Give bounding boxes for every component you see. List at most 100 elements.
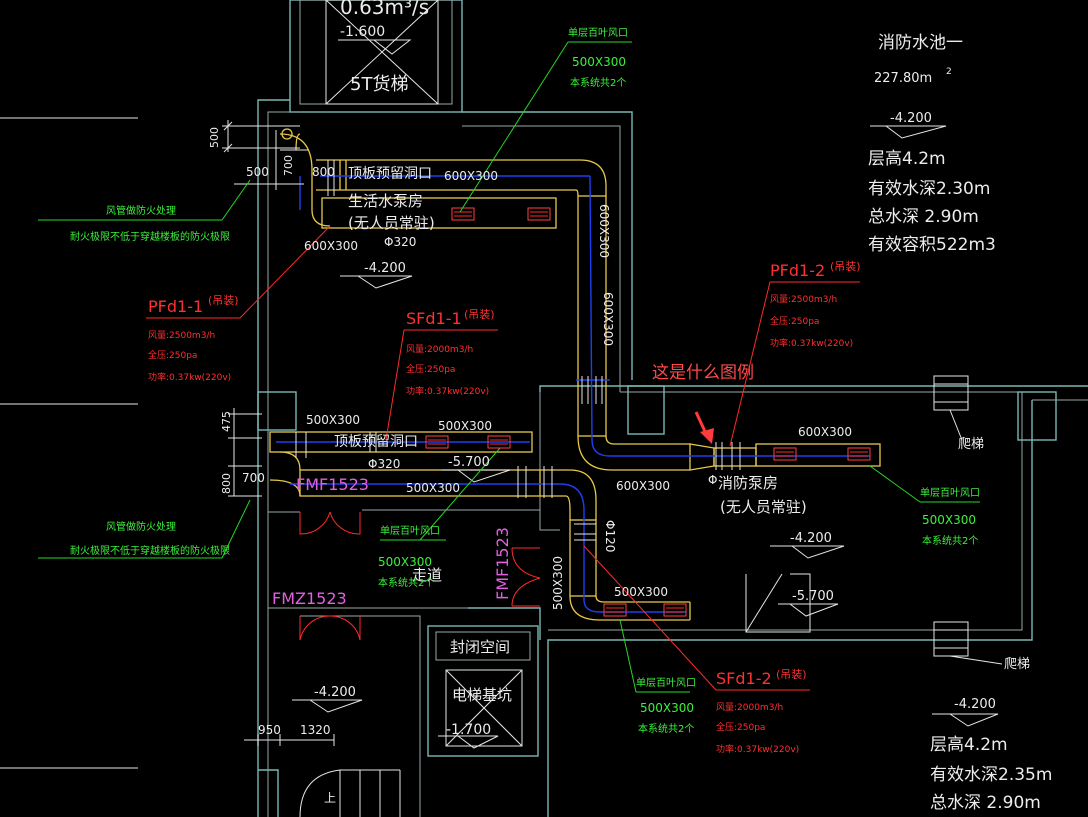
water-pump-room-note: (无人员常驻) xyxy=(348,214,435,232)
door-label-2: FMF1523 xyxy=(493,527,512,600)
dim-h: 950 xyxy=(258,723,281,737)
elevation-labels: -1.600 -4.200 -4.200 -5.700 -4.200 -5.70… xyxy=(314,24,996,738)
duct-size-11: 500X300 xyxy=(551,556,565,610)
door-labels: FMF1523 FMF1523 FMZ1523 xyxy=(272,475,512,608)
fire-notes: 风管做防火处理 耐火极限不低于穿越楼板的防火极限 风管做防火处理 耐火极限不低于… xyxy=(70,204,230,557)
dim-phi-1: Φ320 xyxy=(384,235,416,249)
sfd1-2-line2: 全压:250pa xyxy=(716,721,765,733)
corridor-label: 走道 xyxy=(412,566,442,584)
duct-size-2: 600X300 xyxy=(304,239,358,253)
pfd1-1-line2: 全压:250pa xyxy=(148,349,197,361)
sfd1-1-tag: SFd1-1 xyxy=(406,309,462,328)
pfd1-1-mount: (吊装) xyxy=(208,294,239,307)
louver-right-size: 500X300 xyxy=(922,513,976,527)
louver-bottom-size: 500X300 xyxy=(640,701,694,715)
pool-level-4: 有效容积522m3 xyxy=(868,235,996,255)
louver-right-title: 单层百叶风口 xyxy=(920,487,980,499)
pfd1-1-line3: 功率:0.37kw(220v) xyxy=(148,371,231,383)
fire-note-2-line1: 风管做防火处理 xyxy=(106,520,176,533)
fire-note-2-line2: 耐火极限不低于穿越楼板的防火极限 xyxy=(70,544,230,557)
duct-size-6: 500X300 xyxy=(438,419,492,433)
door-label-3: FMZ1523 xyxy=(272,589,347,608)
sealed-space-label: 封闭空间 xyxy=(450,638,510,656)
elevator-pit-label: 电梯基坑 xyxy=(452,686,512,704)
sfd1-1-line3: 功率:0.37kw(220v) xyxy=(406,385,489,397)
fire-note-1-line2: 耐火极限不低于穿越楼板的防火极限 xyxy=(70,230,230,243)
duct-runs xyxy=(269,128,881,621)
louver-callouts: 单层百叶风口 500X300 本系统共2个 单层百叶风口 500X300 本系统… xyxy=(378,27,980,735)
elevation-1: -1.600 xyxy=(340,24,385,40)
duct-size-5: 500X300 xyxy=(306,413,360,427)
louver-mid-note: 本系统共2个 xyxy=(378,576,434,589)
pfd1-1-line1: 风量:2500m3/h xyxy=(148,330,215,341)
sfd1-2-line1: 风量:2000m3/h xyxy=(716,702,783,713)
pool-level-3: 总水深 2.90m xyxy=(868,207,979,227)
elevation-3: -4.200 xyxy=(364,261,406,276)
dim-d: 800 xyxy=(312,165,335,179)
pfd1-2-mount: (吊装) xyxy=(830,260,861,273)
leader-lines xyxy=(38,41,980,693)
pool2-level-1: 层高4.2m xyxy=(930,735,1008,755)
ceiling-opening-label: 顶板预留洞口 xyxy=(348,166,432,182)
dimension-lines xyxy=(0,117,335,769)
dim-b: 700 xyxy=(282,155,295,176)
dim-c: 500 xyxy=(246,165,269,179)
ceiling-opening-label-2: 顶板预留洞口 xyxy=(334,434,418,450)
dim-phi-4: Φ xyxy=(708,473,717,487)
sfd1-2-mount: (吊装) xyxy=(776,668,807,681)
duct-size-3: 600X300 xyxy=(601,292,615,346)
duct-size-8: 600X300 xyxy=(616,479,670,493)
dim-i: 1320 xyxy=(300,723,331,737)
pfd1-2-line3: 功率:0.37kw(220v) xyxy=(770,337,853,349)
duct-size-7: 500X300 xyxy=(406,481,460,495)
dim-phi-2: Φ320 xyxy=(368,457,400,471)
pfd1-1-tag: PFd1-1 xyxy=(148,297,203,316)
dimension-labels: 500 700 500 800 475 700 800 950 1320 Φ32… xyxy=(208,127,717,737)
elevation-8: -1.700 xyxy=(446,722,491,738)
duct-grilles xyxy=(295,160,871,617)
dim-g: 800 xyxy=(220,473,233,494)
duct-size-1: 600X300 xyxy=(444,169,498,183)
pfd1-2-line1: 风量:2500m3/h xyxy=(770,294,837,305)
fire-pump-room-name: 消防泵房 xyxy=(718,474,778,492)
walls xyxy=(257,0,1088,817)
louver-right-note: 本系统共2个 xyxy=(922,534,978,547)
ladder-label-1: 爬梯 xyxy=(958,437,984,452)
sfd1-1-line2: 全压:250pa xyxy=(406,363,455,375)
room-labels: 0.63m³/s 5T货梯 消防水池一 227.80m 2 层高4.2m 有效水… xyxy=(324,0,1052,813)
stair-up-label: 上 xyxy=(324,791,336,805)
duct-size-10: 600X300 xyxy=(597,204,611,258)
duct-size-4: 600X300 xyxy=(798,425,852,439)
sfd1-1-line1: 风量:2000m3/h xyxy=(406,344,473,355)
freight-lift-label: 5T货梯 xyxy=(350,74,408,95)
pool-area-sup: 2 xyxy=(946,67,952,77)
elevation-markers xyxy=(292,39,999,749)
water-pump-room-name: 生活水泵房 xyxy=(348,192,423,210)
dim-e: 475 xyxy=(220,411,233,432)
fire-doors xyxy=(299,511,541,641)
fire-pump-room-note: (无人员常驻) xyxy=(720,498,807,516)
duct-size-labels: 600X300 600X300 600X300 600X300 500X300 … xyxy=(304,169,852,610)
dim-f: 700 xyxy=(242,471,265,485)
pool-level-2: 有效水深2.30m xyxy=(868,179,990,199)
louver-top-size: 500X300 xyxy=(572,55,626,69)
louver-top-note: 本系统共2个 xyxy=(570,76,626,89)
elevation-4: -5.700 xyxy=(448,455,490,470)
dim-a: 500 xyxy=(208,127,221,148)
elevation-5: -4.200 xyxy=(790,531,832,546)
sfd1-2-line3: 功率:0.37kw(220v) xyxy=(716,743,799,755)
duct-size-9: 500X300 xyxy=(614,585,668,599)
elevation-2: -4.200 xyxy=(890,111,932,126)
elevation-7: -4.200 xyxy=(314,685,356,700)
louver-top-title: 单层百叶风口 xyxy=(568,27,628,39)
fire-note-1-line1: 风管做防火处理 xyxy=(106,204,176,217)
sfd1-1-mount: (吊装) xyxy=(464,308,495,321)
louver-bottom-note: 本系统共2个 xyxy=(638,722,694,735)
door-label-1: FMF1523 xyxy=(296,475,369,494)
louver-mid-title: 单层百叶风口 xyxy=(380,525,440,537)
dim-phi-3: Φ120 xyxy=(603,520,617,552)
pool-level-1: 层高4.2m xyxy=(868,149,946,169)
elevation-9: -4.200 xyxy=(954,697,996,712)
pool-area: 227.80m xyxy=(874,71,932,86)
